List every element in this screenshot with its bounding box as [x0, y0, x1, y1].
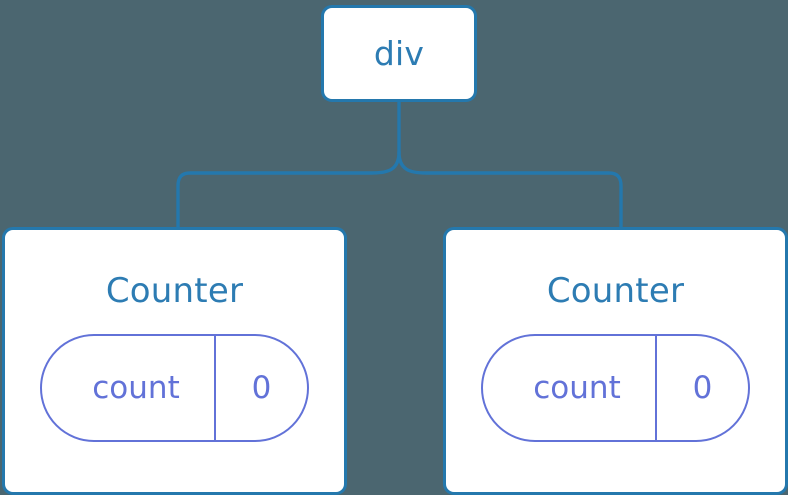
state-capsule-left[interactable]: count 0	[40, 334, 309, 442]
node-counter-left[interactable]: Counter count 0	[2, 227, 347, 495]
node-counter-right-title: Counter	[546, 271, 685, 311]
state-value-left: 0	[251, 369, 272, 406]
state-value-right: 0	[692, 369, 713, 406]
node-div-label: div	[373, 34, 425, 73]
node-counter-right[interactable]: Counter count 0	[443, 227, 788, 495]
node-div[interactable]: div	[321, 5, 477, 102]
state-key-left: count	[42, 336, 216, 440]
node-counter-left-title: Counter	[105, 271, 244, 311]
state-capsule-right[interactable]: count 0	[481, 334, 750, 442]
connector-path-left	[176, 100, 401, 231]
state-key-right: count	[483, 336, 657, 440]
connector-path-right	[397, 150, 623, 231]
